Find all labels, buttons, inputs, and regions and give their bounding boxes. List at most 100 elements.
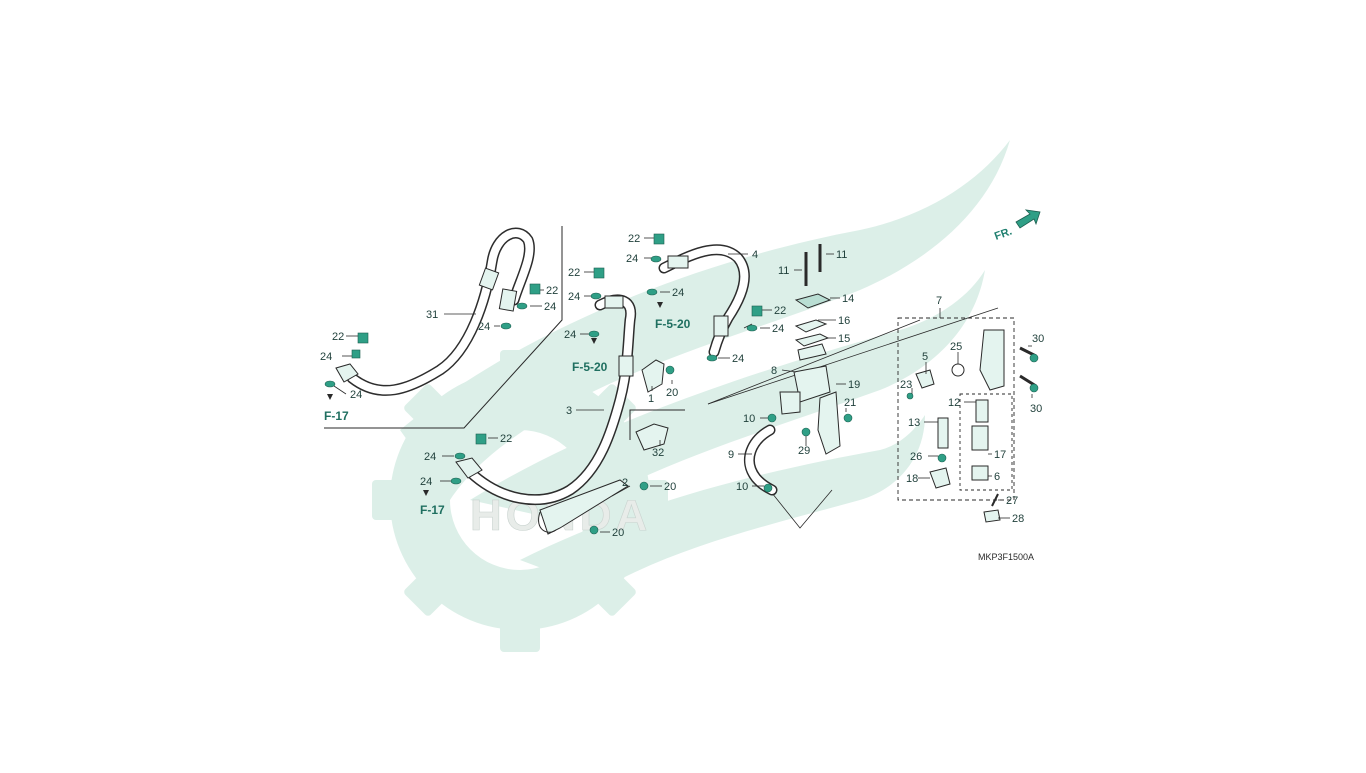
- arrow-right-icon: [1015, 209, 1041, 229]
- washer-24: [590, 292, 602, 300]
- callout-label: 14: [842, 293, 854, 305]
- watermark-logo: HONDA: [372, 140, 1010, 652]
- drawing-code: MKP3F1500A: [978, 552, 1034, 562]
- washer-24: [516, 302, 528, 310]
- callout-label: 20: [666, 387, 678, 399]
- callout-label: 16: [838, 315, 850, 327]
- callout-label: 31: [426, 309, 438, 321]
- o-ring-25: [951, 363, 965, 377]
- callout-label: 24: [424, 451, 436, 463]
- direction-indicator: FR.: [993, 209, 1041, 243]
- nut-26: [937, 453, 947, 463]
- cotter-27: [991, 493, 999, 507]
- diaphragm-15: [794, 333, 830, 347]
- hose-3: [455, 294, 637, 506]
- watermark-wing-lower: [520, 415, 925, 590]
- hose-4: [658, 244, 750, 358]
- washer-24: [746, 324, 758, 332]
- callout-label: 27: [1006, 495, 1018, 507]
- clevis-18: [929, 467, 951, 489]
- callout-label: 30: [1030, 403, 1042, 415]
- part-32-frame: [629, 409, 685, 440]
- callout-label: 21: [844, 397, 856, 409]
- callout-label: 8: [771, 365, 777, 377]
- callout-label: 24: [626, 253, 638, 265]
- pin-28: [983, 509, 1001, 523]
- callout-label: 6: [994, 471, 1000, 483]
- leader-10-b: [767, 487, 833, 529]
- callout-label: 22: [332, 331, 344, 343]
- plate-16: [794, 319, 828, 333]
- bolt-22: [653, 233, 665, 245]
- assembly-12-frame: [959, 393, 1013, 491]
- washer-24: [450, 477, 462, 485]
- left-section-frame: [324, 226, 563, 429]
- clamp-1: [641, 359, 665, 393]
- pushrod-13: [937, 417, 949, 449]
- leader-7-a: [707, 307, 999, 405]
- callout-label: 25: [950, 341, 962, 353]
- bolt-22: [529, 283, 541, 295]
- callout-label: 20: [612, 527, 624, 539]
- hose-31: [335, 227, 535, 396]
- callout-label: 24: [672, 287, 684, 299]
- callout-label: 11: [836, 249, 847, 261]
- callout-label: 4: [752, 249, 758, 261]
- watermark-wing-upper: [400, 140, 1010, 500]
- callout-label: 7: [936, 295, 942, 307]
- callout-label: 12: [948, 397, 960, 409]
- callout-label: 2: [622, 477, 628, 489]
- callout-label: 24: [478, 321, 490, 333]
- callout-label: 24: [350, 389, 362, 401]
- callout-label: 18: [906, 473, 918, 485]
- washer-24: [646, 288, 658, 296]
- callout-label: 22: [500, 433, 512, 445]
- bolt-20: [665, 365, 675, 375]
- callout-label: 23: [900, 379, 912, 391]
- washer-24: [500, 322, 512, 330]
- section-lines: [324, 226, 1015, 529]
- callout-label: 20: [664, 481, 676, 493]
- direction-label: FR.: [993, 225, 1014, 242]
- callout-label: 22: [628, 233, 640, 245]
- assembly-7-frame: [897, 317, 1015, 501]
- bolt-21: [843, 413, 853, 423]
- callout-label: 15: [838, 333, 850, 345]
- washer-23: [906, 392, 914, 400]
- callout-label: 3: [566, 405, 572, 417]
- cylinder-body-7: [979, 329, 1005, 391]
- callout-label: 26: [910, 451, 922, 463]
- ref-label: F-17: [420, 503, 445, 517]
- bolt-30: [1029, 383, 1039, 393]
- ref-label: F-17: [324, 409, 349, 423]
- bolt-20: [639, 481, 649, 491]
- joint-5: [915, 369, 935, 389]
- callout-label: 13: [908, 417, 920, 429]
- callout-label: 22: [546, 285, 558, 297]
- callout-label: 30: [1032, 333, 1044, 345]
- callout-label: 5: [922, 351, 928, 363]
- callout-label: 24: [732, 353, 744, 365]
- callout-label: 24: [320, 351, 332, 363]
- callout-label: 1: [648, 393, 654, 405]
- bolt-30: [1029, 353, 1039, 363]
- bolt-22: [475, 433, 487, 445]
- callouts: 1 2 3 4 5 6 7 8 9 10 10 11 11 12 13 14 1…: [320, 233, 1044, 539]
- washer-24: [706, 354, 718, 362]
- bolt-20: [589, 525, 599, 535]
- boot-6: [971, 465, 989, 481]
- bracket-19: [817, 391, 841, 455]
- bolt-22: [751, 305, 763, 317]
- callout-label: 32: [652, 447, 664, 459]
- callout-label: 24: [772, 323, 784, 335]
- leader-7-b: [707, 319, 921, 405]
- callout-label: 28: [1012, 513, 1024, 525]
- spring-12: [975, 399, 989, 423]
- callout-label: 24: [568, 291, 580, 303]
- clip-10: [767, 413, 777, 423]
- washer-24: [351, 349, 361, 359]
- master-cylinder-8: [779, 343, 831, 415]
- callout-label: 22: [774, 305, 786, 317]
- callout-label: 22: [568, 267, 580, 279]
